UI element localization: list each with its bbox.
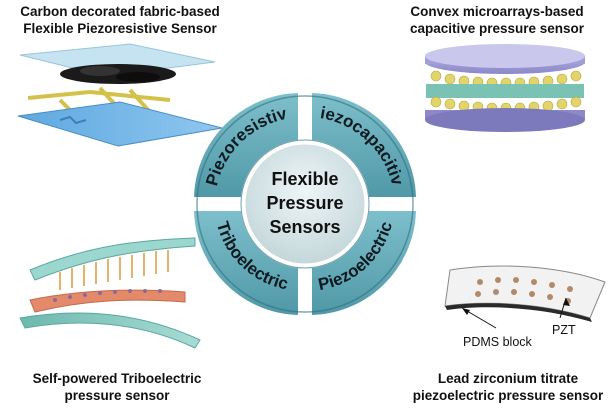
substrate-trace [59, 115, 87, 125]
caption-piezoresistive: Carbon decorated fabric-based Flexible P… [4, 3, 236, 37]
ring-outline [196, 95, 414, 313]
carbon-fabric-layer [60, 64, 176, 84]
caption-triboelectric: Self-powered Triboelectric pressure sens… [2, 370, 232, 404]
caption-line: Lead zirconium titrate [437, 371, 579, 386]
caption-line: piezoelectric pressure sensor [412, 388, 604, 403]
dielectric-layer [426, 84, 584, 98]
pzt-label: PZT [552, 323, 576, 337]
carbon-fabric-texture [80, 66, 120, 76]
carbon-fabric-texture [116, 72, 160, 82]
caption-line: Carbon decorated fabric-based [20, 4, 220, 19]
bottom-electrode-disc [425, 108, 585, 132]
caption-line: Self-powered Triboelectric [32, 371, 202, 386]
caption-line: capacitive pressure sensor [409, 21, 585, 36]
pdms-arrowhead [462, 308, 470, 315]
center-title-line1: Flexible [271, 169, 338, 189]
top-electrode-face [425, 44, 585, 68]
piezoelectric-illustration: PDMS block PZT [444, 265, 606, 349]
pdms-block-label: PDMS block [463, 335, 533, 349]
substrate-layer [17, 101, 223, 147]
piezoresistive-illustration [17, 43, 223, 147]
center-title-line3: Sensors [269, 217, 340, 237]
caption-line: Flexible Piezoresistive Sensor [23, 21, 217, 36]
film-edge [445, 303, 592, 322]
nanopillar-array [59, 250, 169, 290]
bumps-array [53, 289, 162, 302]
center-disc [240, 139, 370, 269]
bottom-flexible-layer [19, 312, 201, 349]
caption-piezocapacitive: Convex microarrays-based capacitive pres… [382, 3, 612, 37]
caption-line: pressure sensor [64, 388, 170, 403]
pzt-arrowhead [563, 298, 570, 306]
triboelectric-illustration [19, 237, 201, 349]
center-title-line2: Pressure [266, 193, 343, 213]
caption-piezoelectric: Lead zirconium titrate piezoelectric pre… [402, 370, 614, 404]
piezocapacitive-illustration [425, 44, 585, 132]
top-flexible-layer [29, 237, 196, 281]
middle-friction-layer [29, 289, 186, 313]
caption-line: Convex microarrays-based [410, 4, 584, 19]
center-disc-outline [240, 139, 370, 269]
